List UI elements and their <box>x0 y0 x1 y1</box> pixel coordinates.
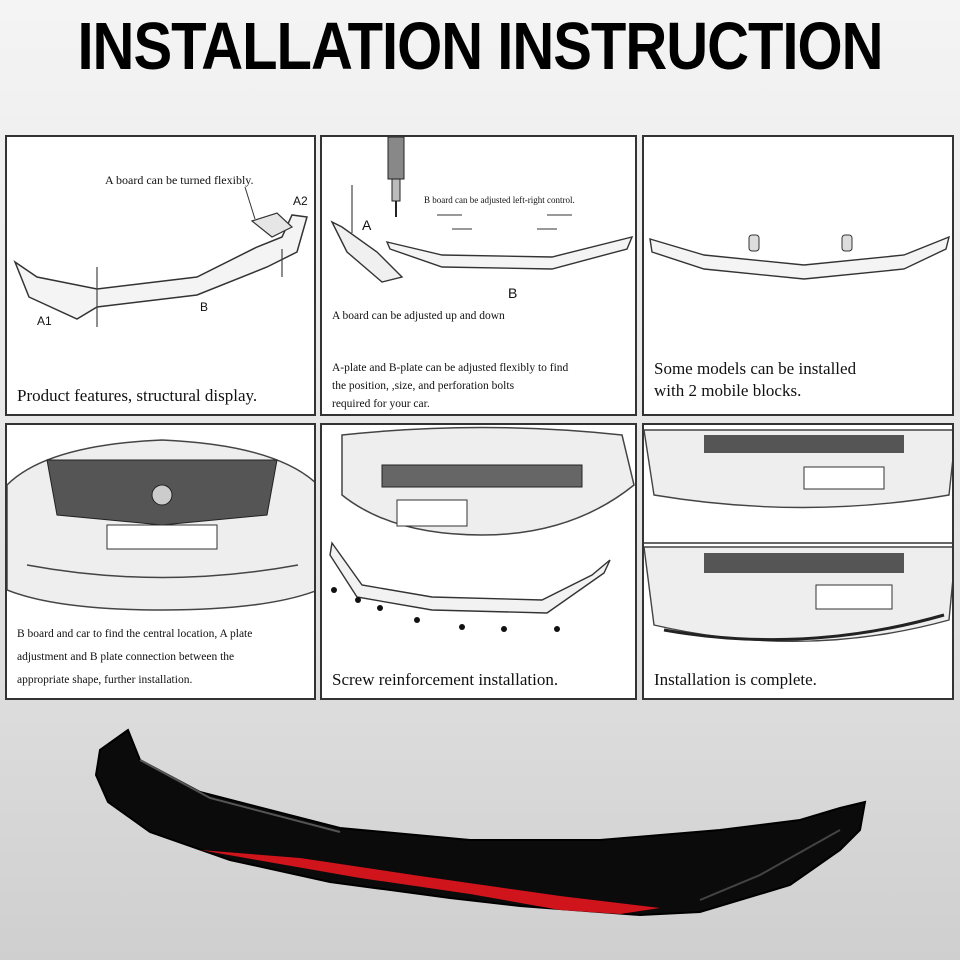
updown-note: A board can be adjusted up and down <box>332 310 505 322</box>
rotate-note: A board can be turned flexibly. <box>105 173 254 187</box>
screw-icons <box>331 587 560 632</box>
mobile-blocks-diagram <box>649 234 951 280</box>
step-panel-adjustment: B board can be adjusted left-right contr… <box>320 135 637 416</box>
step-panel-screws: Screw reinforcement installation. <box>320 423 637 700</box>
caption-line: appropriate shape, further installation. <box>17 674 193 686</box>
panel-caption: Some models can be installed with 2 mobi… <box>654 358 944 402</box>
caption-line: with 2 mobile blocks. <box>654 381 802 400</box>
caption-line: A-plate and B-plate can be adjusted flex… <box>332 362 569 374</box>
screw-diagram <box>329 426 635 632</box>
caption-line: required for your car. <box>332 398 430 410</box>
label-a: A <box>362 217 372 233</box>
spoiler-diagram <box>13 186 308 327</box>
panel-caption: B board and car to find the central loca… <box>17 623 306 692</box>
label-b: B <box>200 300 209 314</box>
car-front-sketch <box>7 439 314 611</box>
page-title: INSTALLATION INSTRUCTION <box>77 9 883 84</box>
step-panel-mobile-blocks: Some models can be installed with 2 mobi… <box>642 135 954 416</box>
step-panel-central-location: B board and car to find the central loca… <box>5 423 316 700</box>
label-a1: A1 <box>37 314 52 328</box>
installed-car-sketches <box>644 429 952 642</box>
panel-caption: A-plate and B-plate can be adjusted flex… <box>332 359 627 413</box>
adjustment-diagram <box>330 137 634 283</box>
front-lip-spoiler-image <box>94 728 867 917</box>
caption-line: the position, ,size, and perforation bol… <box>332 380 515 392</box>
panel-caption: Screw reinforcement installation. <box>332 670 559 689</box>
panel-caption: Installation is complete. <box>654 670 817 689</box>
caption-line: adjustment and B plate connection betwee… <box>17 651 235 663</box>
step-panel-product-features: A board can be turned flexibly. A2 A1 B … <box>5 135 316 416</box>
label-a2: A2 <box>293 194 308 208</box>
label-b: B <box>508 285 518 301</box>
lr-note: B board can be adjusted left-right contr… <box>424 195 575 205</box>
caption-line: Some models can be installed <box>654 359 857 378</box>
caption-line: B board and car to find the central loca… <box>17 628 253 640</box>
step-panel-complete: Installation is complete. <box>642 423 954 700</box>
panel-caption: Product features, structural display. <box>17 386 258 405</box>
